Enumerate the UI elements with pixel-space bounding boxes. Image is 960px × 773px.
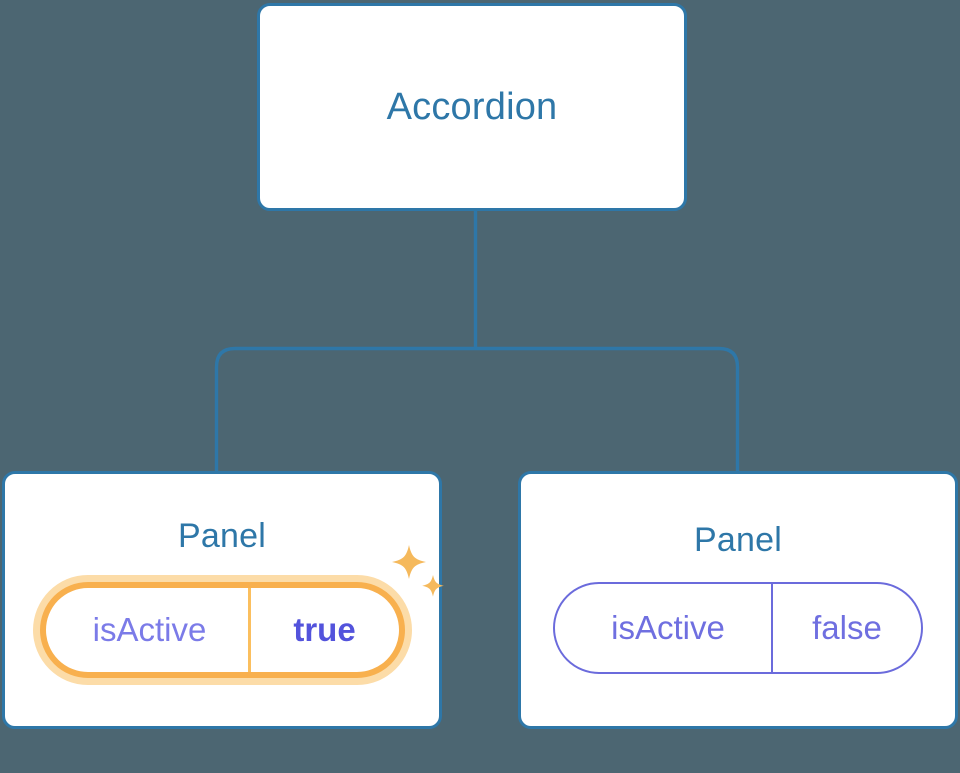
connector-branch-left (214, 346, 476, 473)
node-accordion-title: Accordion (386, 85, 558, 128)
prop-pill-key: isActive (92, 611, 207, 648)
prop-pill-key: isActive (611, 609, 725, 646)
prop-pill-active-wrapper: isActive true (32, 545, 444, 685)
prop-pill-value: false (812, 609, 882, 646)
prop-pill-glow: isActive true (32, 575, 412, 685)
node-panel-active[interactable]: Panel isActive true (2, 471, 444, 729)
node-panel-inactive-title: Panel (694, 521, 782, 559)
node-panel-inactive-body: Panel isActive false (521, 474, 955, 773)
prop-pill-isactive-true[interactable]: isActive true (39, 582, 405, 678)
node-accordion[interactable]: Accordion (257, 3, 687, 211)
prop-pill-isactive-false[interactable]: isActive false (553, 582, 923, 674)
prop-pill-divider (247, 588, 251, 672)
sparkle-small-icon (421, 575, 444, 597)
node-panel-active-title: Panel (178, 517, 266, 555)
node-panel-active-body: Panel isActive true (5, 474, 444, 769)
prop-pill-value: true (293, 611, 356, 648)
component-tree-diagram: Accordion Panel isActive true (2, 3, 958, 729)
connector-branch-right (475, 346, 740, 473)
prop-pill-inactive-wrapper: isActive false (553, 582, 923, 674)
sparkle-large-icon (391, 545, 426, 579)
node-panel-inactive[interactable]: Panel isActive false (518, 471, 958, 729)
prop-pill-divider (771, 584, 773, 672)
